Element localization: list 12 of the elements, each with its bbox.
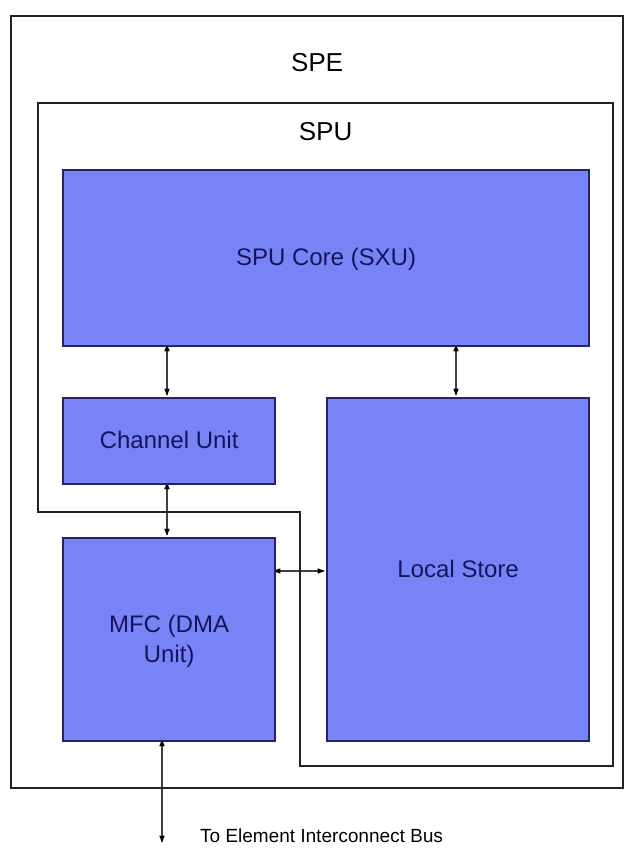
spe-container	[10, 15, 624, 789]
block-label: Channel Unit	[100, 426, 238, 456]
block-label: Local Store	[397, 554, 519, 584]
channel-unit-block	[62, 397, 276, 485]
container-title: SPU	[298, 116, 354, 147]
local-store-block	[326, 397, 590, 742]
block-label: MFC (DMA Unit)	[108, 610, 230, 670]
bus-label: To Element Interconnect Bus	[200, 826, 444, 848]
mfc-block	[62, 537, 276, 742]
block-label: SPU Core (SXU)	[236, 243, 416, 273]
core-block	[62, 169, 590, 347]
container-title: SPE	[290, 47, 344, 78]
